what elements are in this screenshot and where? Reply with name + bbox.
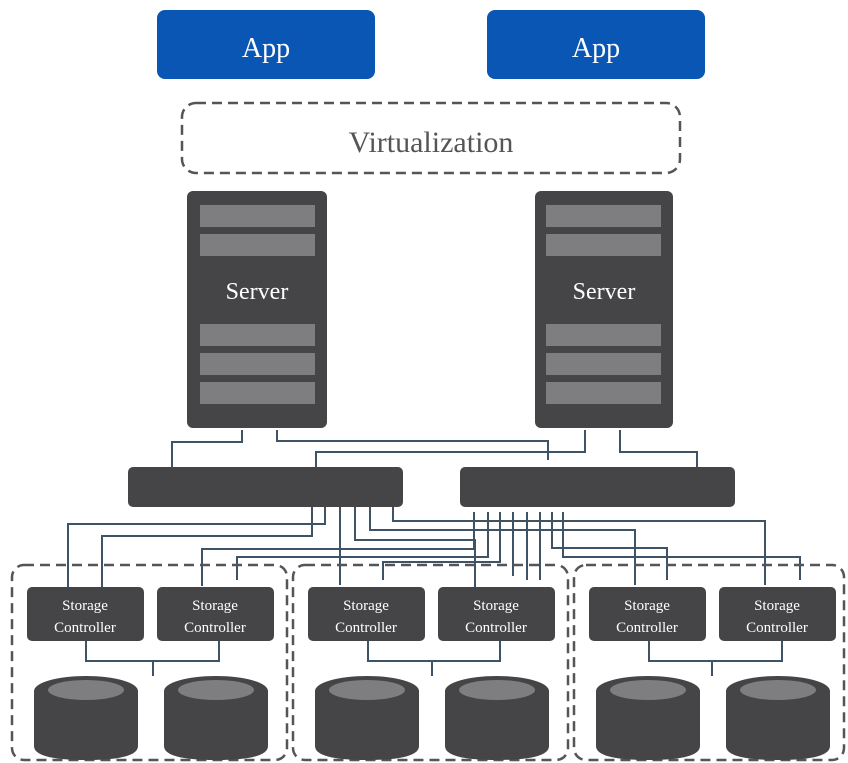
controller-label-line2: Controller (616, 620, 678, 636)
virtualization-label: Virtualization (349, 126, 514, 159)
storage-controller: Storage Controller (719, 587, 836, 641)
disk-icon (164, 676, 268, 760)
controller-label-line1: Storage (754, 598, 800, 614)
controller-label-line2: Controller (335, 620, 397, 636)
disk-icon (315, 676, 419, 760)
server-slot (200, 382, 315, 404)
storage-group-2 (291, 563, 570, 762)
server-slot (200, 353, 315, 375)
storage-controller: Storage Controller (27, 587, 144, 641)
disk-icon (596, 676, 700, 760)
app-label: App (242, 33, 290, 64)
server-slot (200, 234, 315, 256)
controller-label-line2: Controller (54, 620, 116, 636)
controller-label-line1: Storage (62, 598, 108, 614)
virtualization-layer: Virtualization (180, 101, 682, 175)
app-box-1: App (157, 10, 375, 79)
switch-2 (460, 467, 735, 507)
storage-controller: Storage Controller (438, 587, 555, 641)
controller-label-line1: Storage (473, 598, 519, 614)
server-slot (200, 324, 315, 346)
storage-controller: Storage Controller (157, 587, 274, 641)
disk-icon (726, 676, 830, 760)
switch-1 (128, 467, 403, 507)
server-slot (546, 324, 661, 346)
storage-controller: Storage Controller (589, 587, 706, 641)
disk-icon (34, 676, 138, 760)
controller-label-line1: Storage (624, 598, 670, 614)
server-label: Server (573, 279, 636, 305)
app-label: App (572, 33, 620, 64)
server-slot (546, 353, 661, 375)
storage-group-3 (572, 563, 846, 762)
server-label: Server (226, 279, 289, 305)
app-box-2: App (487, 10, 705, 79)
controller-label-line1: Storage (192, 598, 238, 614)
controller-label-line2: Controller (465, 620, 527, 636)
server-slot (546, 382, 661, 404)
controller-label-line2: Controller (184, 620, 246, 636)
server-2: Server (535, 191, 673, 428)
disk-icon (445, 676, 549, 760)
storage-group-1 (10, 563, 289, 762)
controller-label-line1: Storage (343, 598, 389, 614)
server-slot (546, 234, 661, 256)
controller-label-line2: Controller (746, 620, 808, 636)
storage-controller: Storage Controller (308, 587, 425, 641)
server-1: Server (187, 191, 327, 428)
server-slot (200, 205, 315, 227)
server-slot (546, 205, 661, 227)
